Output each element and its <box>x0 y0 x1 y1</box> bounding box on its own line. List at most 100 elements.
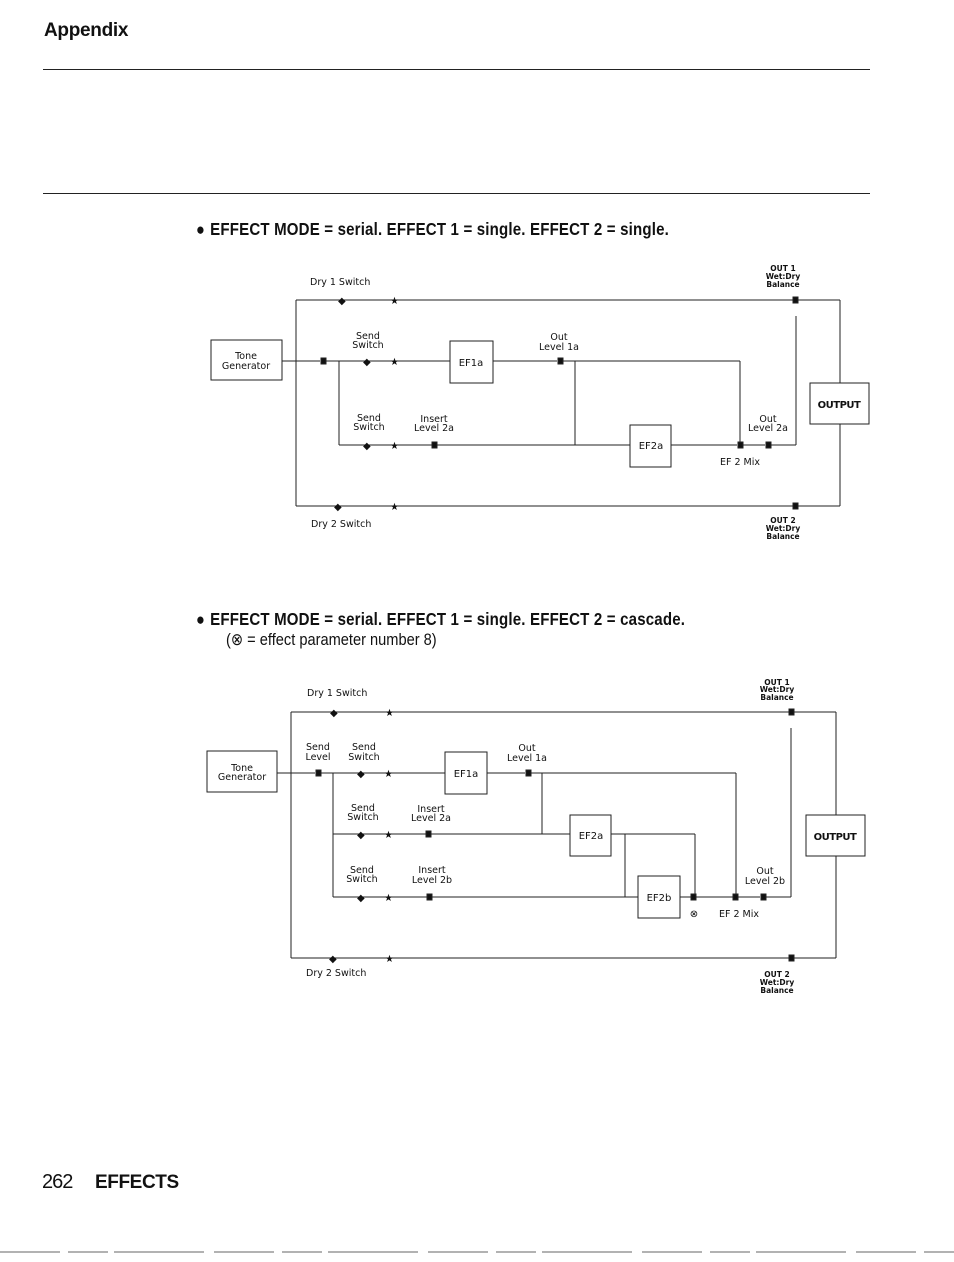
dry1-switch-label: Dry 1 Switch <box>307 688 367 699</box>
send-switch-icon: ◆ <box>363 357 371 368</box>
out-level-2a-label-a: Out <box>759 414 776 425</box>
send2-level-icon: ★ <box>384 830 393 841</box>
send2-switch-label: Switch <box>353 422 384 433</box>
out1-wetdry-label: Wet:Dry <box>760 685 795 694</box>
param8-node <box>690 893 697 901</box>
bullet-icon: ● <box>196 220 206 239</box>
dry1-switch-label: Dry 1 Switch <box>310 277 370 288</box>
out1-label: OUT 1 <box>764 678 789 687</box>
dry2-switch-label: Dry 2 Switch <box>306 968 366 979</box>
insert-2a-label-a: Insert <box>417 804 445 815</box>
send3-level-icon: ★ <box>384 893 393 904</box>
section-title: Appendix <box>44 20 129 41</box>
insert-2b-label-a: Insert <box>418 865 446 876</box>
ef2-mix-node <box>760 893 767 901</box>
insert-2a-node <box>425 830 432 838</box>
out1-balance-node <box>788 708 795 716</box>
tone-generator-box <box>210 339 283 381</box>
output-box <box>809 382 870 425</box>
generator-label: Generator <box>222 361 270 372</box>
ef2a-label: EF2a <box>579 831 604 842</box>
output-label: OUTPUT <box>814 832 857 843</box>
send2-switch-label: Switch <box>347 812 378 823</box>
dry1-level-icon: ★ <box>390 296 399 307</box>
out1-label: OUT 1 <box>770 264 795 273</box>
dry2-level-icon: ★ <box>385 954 394 965</box>
out1-balance-label: Balance <box>766 280 799 289</box>
send-level-label-a: Send <box>306 742 330 753</box>
ef1a-box <box>449 340 494 384</box>
out-level-1a-node <box>525 769 532 777</box>
out2-balance-node <box>792 502 799 510</box>
out1-wetdry-label: Wet:Dry <box>766 272 801 281</box>
insert-2a-label-b: Level 2a <box>411 813 451 824</box>
ef1a-label: EF1a <box>454 769 479 780</box>
out-level-1a-node <box>557 357 564 365</box>
out-level-2b-node <box>732 893 739 901</box>
tone-label: Tone <box>234 351 257 362</box>
ef2-mix-label: EF 2 Mix <box>719 909 759 920</box>
page-number: 262 <box>42 1171 73 1193</box>
dry2-switch-icon: ◆ <box>334 502 342 513</box>
insert-level-2a-label: Level 2a <box>414 423 454 434</box>
out-level-1a-label-b: Level 1a <box>539 342 579 353</box>
send2-label: Send <box>357 413 381 424</box>
send2-label: Send <box>351 803 375 814</box>
send2-level-icon: ★ <box>390 441 399 452</box>
output-label: OUTPUT <box>818 400 861 411</box>
footer-section-title: EFFECTS <box>95 1172 179 1193</box>
send-level-icon: ★ <box>384 769 393 780</box>
out1-balance-label: Balance <box>760 693 793 702</box>
dry1-switch-icon: ◆ <box>330 708 338 719</box>
out-level-2b-label-b: Level 2b <box>745 876 785 887</box>
bullet-icon: ● <box>196 610 206 629</box>
send-node <box>320 357 327 365</box>
send-label: Send <box>356 331 380 342</box>
diagram2-title: EFFECT MODE = serial. EFFECT 1 = single.… <box>210 609 686 629</box>
output-box <box>805 814 866 857</box>
insert-2b-node <box>426 893 433 901</box>
out2-balance-label: Balance <box>766 532 799 541</box>
top-divider <box>43 69 870 70</box>
out-level-2a-node <box>737 441 744 449</box>
send-level-icon: ★ <box>390 357 399 368</box>
tone-label: Tone <box>230 763 253 774</box>
tone-generator-box <box>206 750 278 793</box>
param8-icon: ⊗ <box>690 909 698 920</box>
send-switch-label: Switch <box>352 340 383 351</box>
out-level-2b-label-a: Out <box>756 866 773 877</box>
ef2a-box <box>569 814 612 857</box>
diagram1: Tone Generator ◆ ★ Dry 1 Switch OUT 1 We… <box>210 264 870 541</box>
send3-switch-label: Switch <box>346 874 377 885</box>
out2-balance-label: Balance <box>760 986 793 995</box>
diagram1-heading: ●EFFECT MODE = serial. EFFECT 1 = single… <box>196 219 669 240</box>
out2-wetdry-label: Wet:Dry <box>766 524 801 533</box>
out-level-1a-label-b: Level 1a <box>507 753 547 764</box>
send-label: Send <box>352 742 376 753</box>
send-switch-label: Switch <box>348 752 379 763</box>
ef2-mix-label: EF 2 Mix <box>720 457 760 468</box>
insert-label: Insert <box>420 414 448 425</box>
ef1a-label: EF1a <box>459 358 484 369</box>
dry1-switch-icon: ◆ <box>338 296 346 307</box>
insert-2b-label-b: Level 2b <box>412 875 452 886</box>
out2-label: OUT 2 <box>770 516 795 525</box>
generator-label: Generator <box>218 772 266 783</box>
send-level-node <box>315 769 322 777</box>
send-switch-icon: ◆ <box>357 769 365 780</box>
out-level-1a-label-a: Out <box>550 332 567 343</box>
out1-balance-node <box>792 296 799 304</box>
dry1-level-icon: ★ <box>385 708 394 719</box>
send2-switch-icon: ◆ <box>363 441 371 452</box>
send3-switch-icon: ◆ <box>357 893 365 904</box>
diagram2: Tone Generator ◆ ★ Dry 1 Switch OUT 1 We… <box>206 678 866 995</box>
send-level-label-b: Level <box>305 752 330 763</box>
out-level-1a-label-a: Out <box>518 743 535 754</box>
diagram2-heading: ●EFFECT MODE = serial. EFFECT 1 = single… <box>196 609 685 630</box>
dry2-switch-label: Dry 2 Switch <box>311 519 371 530</box>
dry2-level-icon: ★ <box>390 502 399 513</box>
insert-2a-node <box>431 441 438 449</box>
out2-wetdry-label: Wet:Dry <box>760 978 795 987</box>
ef2-mix-node <box>765 441 772 449</box>
